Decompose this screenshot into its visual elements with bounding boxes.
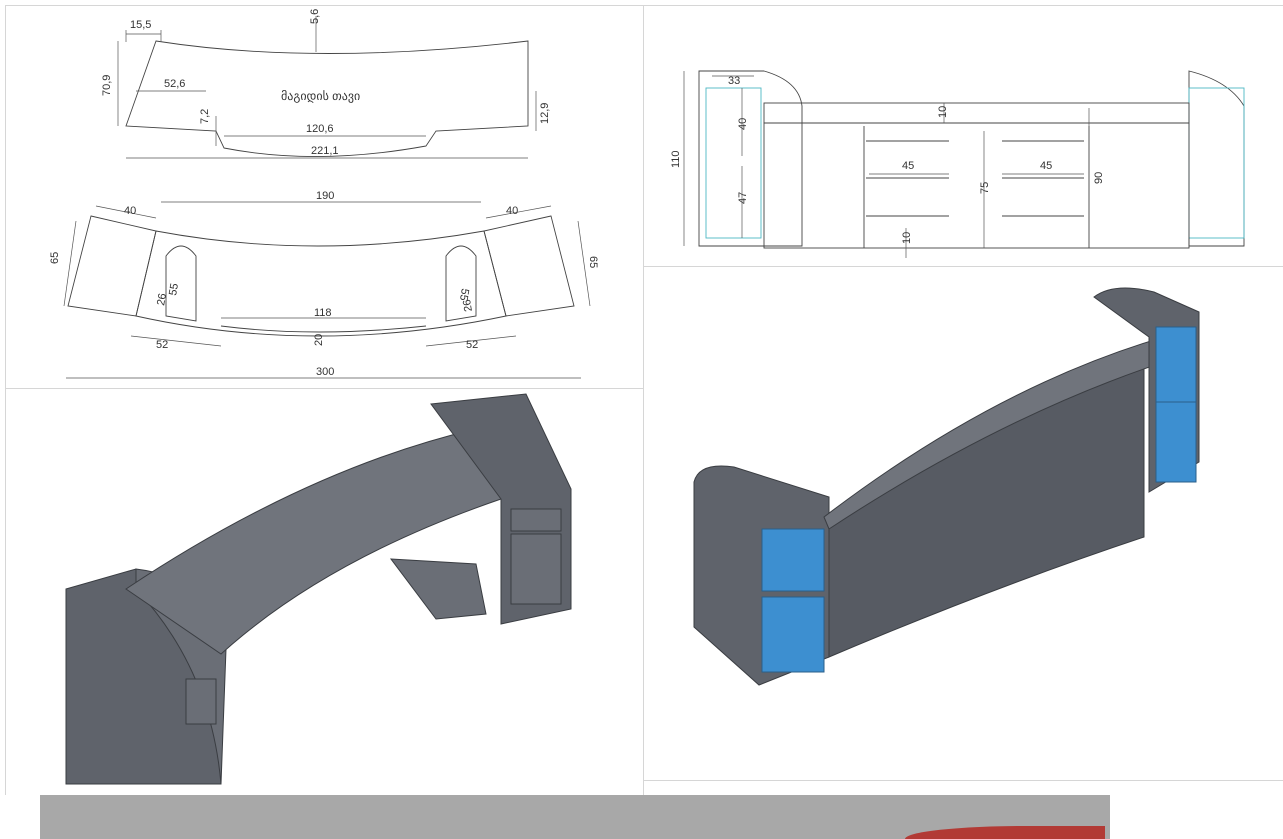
dim-label: 45 — [1040, 160, 1052, 172]
grid-border-top — [5, 5, 1283, 6]
dim-label: 55 — [457, 287, 471, 301]
dim-label: 300 — [316, 366, 334, 378]
dim-label: 7,2 — [199, 109, 211, 124]
dim-label: 110 — [670, 150, 682, 168]
desk-top-title: მაგიდის თავი — [281, 89, 360, 103]
dim-label: 10 — [901, 232, 913, 244]
dim-label: 52 — [156, 339, 168, 351]
dim-label: 10 — [937, 106, 949, 118]
dim-label: 65 — [587, 256, 599, 268]
desk-surface — [125, 428, 502, 655]
grid-border-left — [5, 5, 6, 795]
dim-label: 15,5 — [130, 19, 151, 31]
dim-label: 75 — [979, 182, 991, 194]
grid-divider-vertical — [643, 5, 644, 795]
left-drawer — [185, 678, 217, 725]
dim-label: 40 — [506, 205, 518, 217]
front-elevation-panel: 33 110 40 47 10 45 45 75 90 10 — [644, 6, 1283, 266]
dim-label: 47 — [737, 192, 749, 204]
dim-label: 52 — [466, 339, 478, 351]
left-cabinet-glass — [705, 87, 762, 239]
desk-front-body — [828, 356, 1145, 658]
plan-drawing-panel: 15,5 5,6 70,9 52,6 7,2 120,6 12,9 221,1 … — [6, 6, 643, 388]
dim-label: 70,9 — [101, 75, 113, 96]
dim-label: 33 — [728, 75, 740, 87]
bottom-red-shape — [905, 826, 1105, 839]
dim-label: 12,9 — [539, 103, 551, 124]
grid-divider-horizontal-right-bottom — [643, 780, 1283, 781]
dim-label: 26 — [155, 292, 169, 306]
dim-label: 65 — [49, 252, 61, 264]
dim-label: 55 — [167, 282, 181, 296]
dim-label: 90 — [1093, 172, 1105, 184]
dim-label: 20 — [313, 334, 325, 346]
grid-divider-horizontal-left — [5, 388, 643, 389]
dim-label: 40 — [124, 205, 136, 217]
dim-label: 118 — [314, 307, 332, 319]
dim-label: 52,6 — [164, 78, 185, 90]
dim-label: 40 — [737, 118, 749, 130]
dim-label: 26 — [461, 298, 475, 312]
dim-label: 120,6 — [306, 123, 334, 135]
dim-label: 45 — [902, 160, 914, 172]
dim-label: 190 — [316, 190, 334, 202]
right-glass-panel-top — [1155, 326, 1197, 408]
grid-divider-horizontal-right — [643, 266, 1283, 267]
front-isometric-render — [644, 267, 1283, 780]
right-glass-panel-bottom — [1155, 401, 1197, 483]
right-drawer-top — [510, 508, 562, 532]
right-cabinet-glass — [1188, 87, 1245, 239]
rear-isometric-render — [6, 389, 643, 795]
dim-label: 221,1 — [311, 145, 339, 157]
left-glass-panel-top — [761, 528, 825, 592]
dim-label: 5,6 — [309, 9, 321, 24]
left-glass-panel-bottom — [761, 596, 825, 673]
right-drawer-bottom — [510, 533, 562, 605]
keyboard-tray — [389, 558, 487, 620]
